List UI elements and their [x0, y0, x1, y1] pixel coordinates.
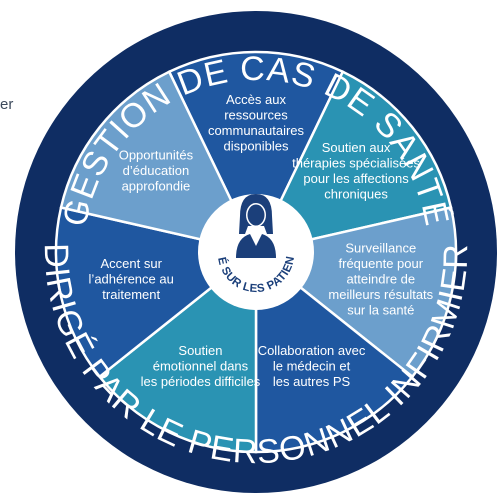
wheel-segment	[97, 249, 258, 454]
segment-label-line: thérapies spécialisées	[292, 156, 420, 171]
segment-label-line: les périodes difficiles	[141, 374, 261, 389]
segment-label-line: meilleurs résultats	[328, 287, 433, 302]
segment-label-line: approfondie	[122, 179, 191, 194]
segment-label-line: Soutien	[178, 343, 222, 358]
segment-label-line: l’adhérence au	[89, 272, 174, 287]
segment-label-line: pour les affections	[303, 171, 409, 186]
segment-label-line: chroniques	[324, 187, 388, 202]
segment-label-line: émotionnel dans	[153, 359, 249, 374]
wheel-segment	[59, 70, 259, 254]
segment-label-line: communautaires	[208, 123, 305, 138]
segment-label-line: Soutien aux	[322, 140, 391, 155]
segment-label-line: les autres PS	[273, 374, 351, 389]
patient-person-icon	[236, 194, 276, 258]
segment-label-line: d’éducation	[123, 164, 190, 179]
wheel-segment	[167, 50, 345, 255]
segment-label-line: fréquente pour	[339, 256, 424, 271]
segment-label-line: disponibles	[223, 139, 289, 154]
segment-label-line: atteindre de	[346, 272, 415, 287]
segment-label-line: Accès aux	[226, 92, 286, 107]
segment-label-line: traitement	[102, 287, 160, 302]
segment-label-line: Accent sur	[100, 256, 162, 271]
wheel-segment	[253, 70, 453, 254]
segment-label-line: Surveillance	[345, 241, 416, 256]
segment-label-line: le médecin et	[273, 359, 351, 374]
cropped-side-text: er	[0, 96, 14, 113]
segment-label-line: Opportunités	[119, 148, 194, 163]
segment-label-line: ressources	[224, 108, 288, 123]
segment-label-line: Collaboration avec	[258, 343, 366, 358]
wheel-segment	[254, 249, 415, 454]
segment-label-line: sur la santé	[347, 303, 414, 318]
